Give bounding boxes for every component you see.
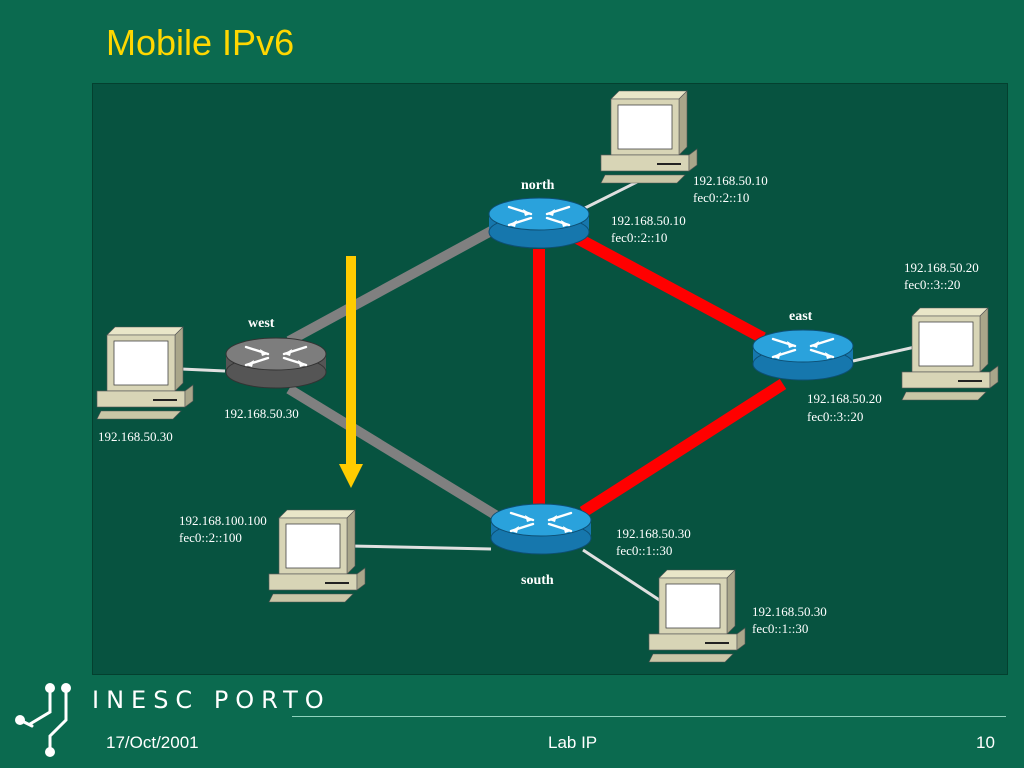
router-north-ip: 192.168.50.10 bbox=[611, 213, 686, 228]
page-number: 10 bbox=[976, 733, 995, 752]
link-west-host bbox=[180, 367, 226, 373]
mobile-host-ip: 192.168.100.100 bbox=[179, 513, 267, 528]
host-south-computer-icon[interactable] bbox=[648, 569, 746, 663]
host-east-ip: 192.168.50.20 bbox=[904, 260, 979, 275]
mobile-host-ipv6: fec0::2::100 bbox=[179, 530, 242, 545]
brand-name: INESC PORTO bbox=[92, 686, 331, 714]
host-west-computer-icon[interactable] bbox=[96, 326, 194, 420]
router-west-name: west bbox=[248, 316, 275, 331]
host-north-ip: 192.168.50.10 bbox=[693, 173, 768, 188]
router-west-ip: 192.168.50.30 bbox=[224, 406, 299, 421]
host-east-computer-icon[interactable] bbox=[901, 307, 999, 401]
host-south-ip: 192.168.50.30 bbox=[752, 604, 827, 619]
router-north-name: north bbox=[521, 178, 555, 193]
router-east[interactable] bbox=[752, 329, 854, 381]
router-north[interactable] bbox=[488, 197, 590, 249]
router-south[interactable] bbox=[490, 503, 592, 555]
inesc-logo-icon bbox=[15, 683, 71, 757]
link-south-host bbox=[582, 548, 668, 607]
router-east-ipv6: fec0::3::20 bbox=[807, 409, 863, 424]
router-east-ip: 192.168.50.20 bbox=[807, 391, 882, 406]
host-east-ipv6: fec0::3::20 bbox=[904, 277, 960, 292]
link-west-south bbox=[286, 384, 500, 521]
host-west-ip: 192.168.50.30 bbox=[98, 429, 173, 444]
router-north-ipv6: fec0::2::10 bbox=[611, 230, 667, 245]
mobile-host-computer-icon[interactable] bbox=[268, 509, 366, 603]
link-north-host bbox=[576, 180, 638, 214]
router-south-ipv6: fec0::1::30 bbox=[616, 543, 672, 558]
link-east-host bbox=[852, 345, 916, 363]
router-south-name: south bbox=[521, 573, 554, 588]
network-diagram-canvas: north west east south 192.168.50.10 fec0… bbox=[96, 90, 999, 663]
host-north-ipv6: fec0::2::10 bbox=[693, 190, 749, 205]
footer-divider bbox=[292, 716, 1006, 717]
host-south-ipv6: fec0::1::30 bbox=[752, 621, 808, 636]
link-west-north bbox=[286, 225, 496, 346]
slide-title: Mobile IPv6 bbox=[106, 22, 295, 63]
network-diagram: north west east south 192.168.50.10 fec0… bbox=[92, 83, 1008, 675]
footer-date: 17/Oct/2001 bbox=[106, 733, 199, 752]
link-north-east bbox=[574, 232, 766, 344]
footer-center-text: Lab IP bbox=[548, 733, 598, 752]
host-north-computer-icon[interactable] bbox=[600, 90, 698, 184]
router-west[interactable] bbox=[225, 337, 327, 389]
router-south-ip: 192.168.50.30 bbox=[616, 526, 691, 541]
router-east-name: east bbox=[789, 309, 813, 324]
link-mobile-host bbox=[350, 544, 492, 551]
link-south-east bbox=[579, 378, 787, 518]
movement-arrow bbox=[339, 256, 363, 488]
